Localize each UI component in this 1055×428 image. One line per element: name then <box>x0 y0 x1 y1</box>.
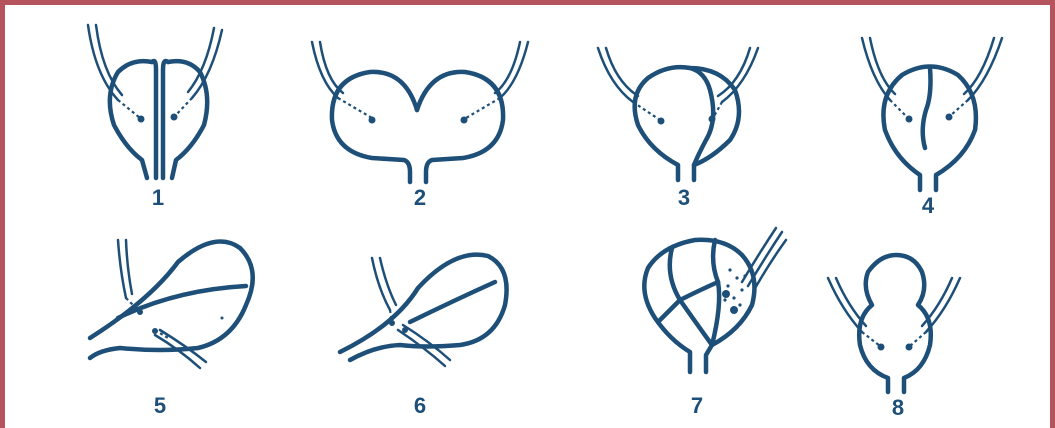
panel-2-drawing <box>312 42 528 182</box>
panel-4-drawing <box>862 38 1002 190</box>
panel-3-drawing <box>598 48 758 180</box>
panel-1-drawing <box>88 25 222 178</box>
panel-5-label: 5 <box>154 393 166 418</box>
panel-7-label: 7 <box>691 393 703 418</box>
panel-1-label: 1 <box>152 185 164 210</box>
panel-3-label: 3 <box>678 185 690 210</box>
panel-6-label: 6 <box>414 393 426 418</box>
panel-4-label: 4 <box>922 193 935 218</box>
panel-6-drawing <box>340 255 507 366</box>
panel-5-drawing <box>90 240 253 368</box>
panel-2-label: 2 <box>414 185 426 210</box>
panel-8-drawing <box>828 255 960 392</box>
panel-8-label: 8 <box>892 395 904 420</box>
panel-7-drawing <box>644 228 786 372</box>
